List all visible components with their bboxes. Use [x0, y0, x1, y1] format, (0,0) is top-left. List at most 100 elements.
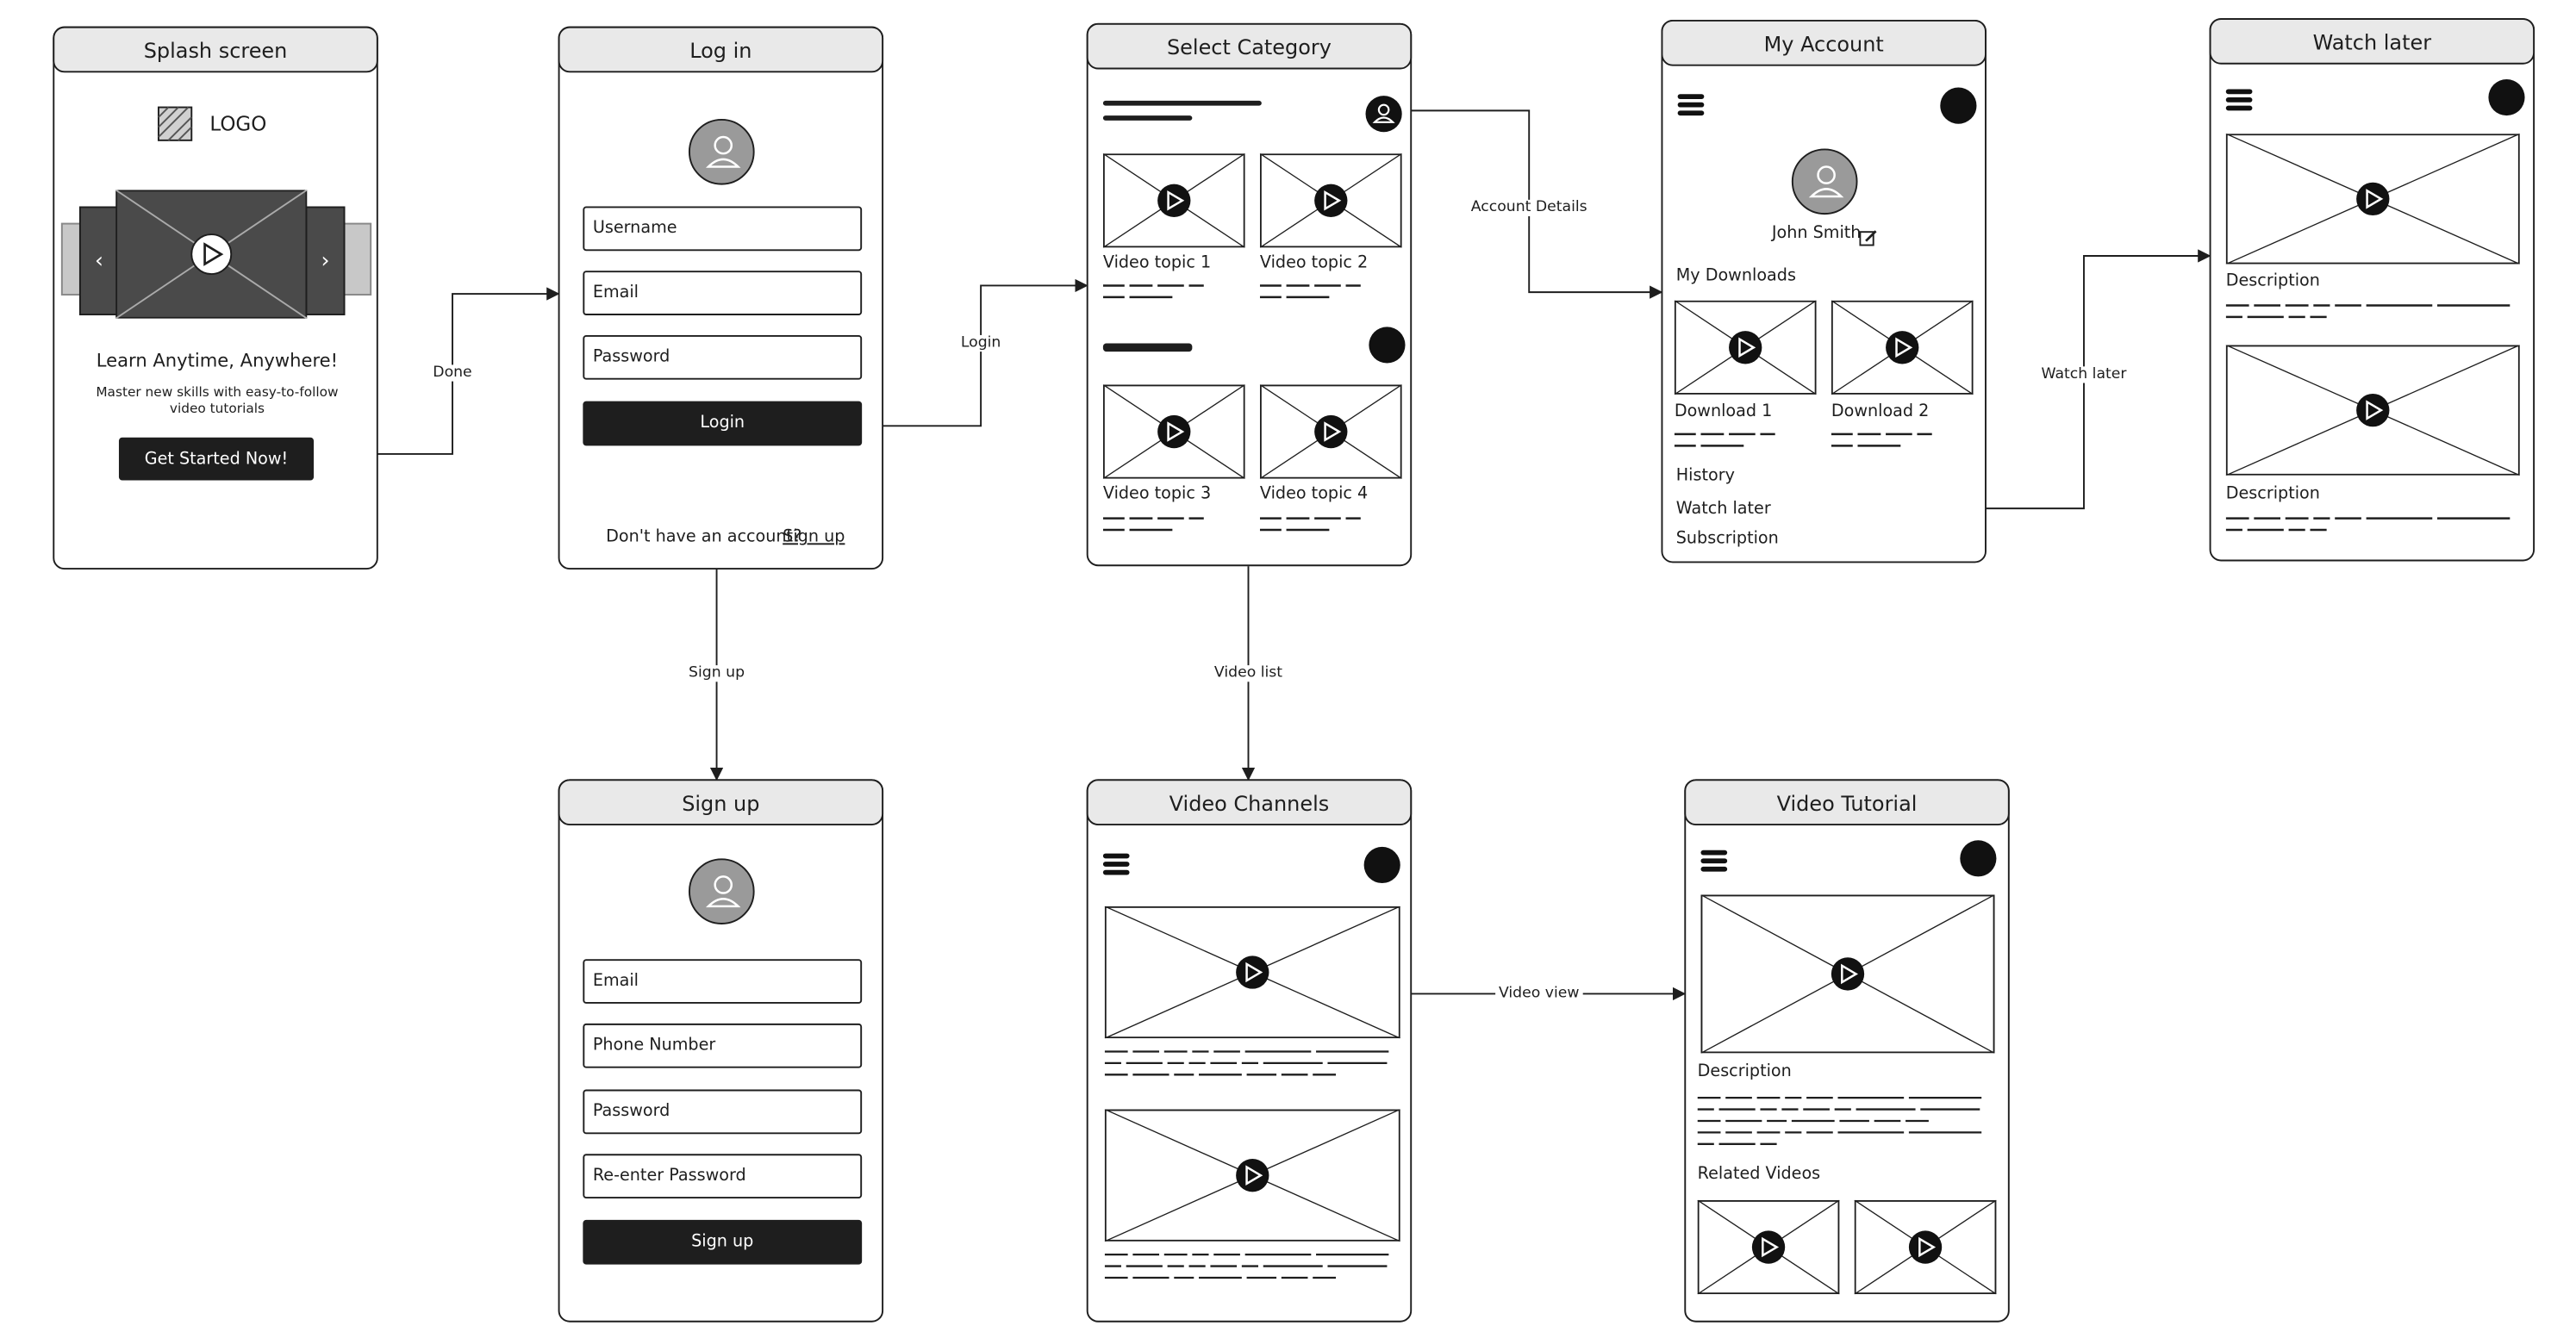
user-name: John Smith — [1771, 224, 1862, 243]
my-account-screen: My Account John Smith My Downloads Downl… — [1661, 19, 1987, 563]
text-placeholder — [1697, 1092, 1995, 1152]
text-placeholder — [1102, 514, 1219, 537]
download-title: Download 2 — [1831, 402, 1930, 421]
text-placeholder — [1259, 514, 1375, 537]
video-thumbnail[interactable] — [1102, 384, 1245, 479]
video-thumbnail[interactable] — [1854, 1199, 1997, 1295]
screen-title: Video Channels — [1086, 779, 1413, 825]
video-thumbnail[interactable] — [1102, 153, 1245, 248]
user-icon — [1791, 148, 1858, 215]
password-field[interactable]: Password — [583, 1089, 863, 1135]
video-title: Video topic 1 — [1102, 254, 1212, 273]
email-field[interactable]: Email — [583, 959, 863, 1004]
edge-label-sign-up: Sign up — [685, 665, 748, 682]
video-thumbnail[interactable] — [1259, 153, 1402, 248]
select-category-screen: Select Category Video topic 1 Video topi… — [1086, 22, 1413, 567]
description-label: Description — [2225, 485, 2320, 504]
screen-title: Video Tutorial — [1684, 779, 2010, 825]
heading-placeholder — [1102, 100, 1262, 106]
text-placeholder — [1102, 281, 1219, 304]
video-title: Video topic 2 — [1259, 254, 1369, 273]
hamburger-icon[interactable] — [1700, 850, 1728, 876]
menu-watch-later[interactable]: Watch later — [1675, 500, 1771, 519]
username-field[interactable]: Username — [583, 206, 863, 252]
profile-dot-icon[interactable] — [1363, 846, 1400, 884]
watch-later-screen: Watch later Description Description — [2209, 18, 2535, 562]
related-videos-heading: Related Videos — [1697, 1165, 1821, 1184]
edge-label-video-view: Video view — [1495, 985, 1583, 1003]
description-label: Description — [2225, 272, 2320, 291]
screen-title: Sign up — [558, 779, 884, 825]
sign-up-screen: Sign up Email Phone Number Password Re-e… — [558, 779, 884, 1323]
reenter-password-field[interactable]: Re-enter Password — [583, 1154, 863, 1199]
no-account-text: Don't have an account? — [606, 528, 802, 547]
sign-up-link[interactable]: Sign up — [783, 528, 845, 547]
video-title: Video topic 4 — [1259, 485, 1369, 504]
video-player[interactable] — [1700, 894, 1995, 1054]
menu-subscription[interactable]: Subscription — [1675, 530, 1779, 549]
edge-label-done: Done — [429, 364, 476, 382]
video-thumbnail[interactable] — [2225, 134, 2520, 265]
edge-label-watch-later: Watch later — [2037, 366, 2130, 383]
video-thumbnail[interactable] — [1104, 1109, 1400, 1242]
section-heading: My Downloads — [1675, 267, 1796, 286]
text-placeholder — [1831, 429, 1947, 452]
phone-number-field[interactable]: Phone Number — [583, 1023, 863, 1068]
menu-history[interactable]: History — [1675, 467, 1735, 486]
video-channels-screen: Video Channels — [1086, 779, 1413, 1323]
profile-dot-icon[interactable] — [1940, 87, 1977, 124]
edge-login — [862, 278, 1088, 427]
video-thumbnail[interactable] — [1259, 384, 1402, 479]
text-placeholder — [1104, 1249, 1402, 1285]
chevron-left-icon[interactable]: ‹ — [78, 206, 119, 315]
text-placeholder — [2225, 514, 2523, 537]
download-title: Download 1 — [1674, 402, 1773, 421]
video-title: Video topic 3 — [1102, 485, 1212, 504]
edge-label-video-list: Video list — [1211, 665, 1286, 682]
text-placeholder — [1674, 429, 1790, 452]
email-field[interactable]: Email — [583, 271, 863, 315]
video-thumbnail[interactable] — [2225, 345, 2520, 476]
video-thumbnail[interactable] — [1674, 300, 1817, 395]
screen-title: My Account — [1661, 19, 1987, 66]
screen-title: Watch later — [2209, 18, 2535, 65]
video-thumbnail[interactable] — [1831, 300, 1974, 395]
text-placeholder — [2225, 301, 2523, 324]
video-thumbnail[interactable] — [1104, 906, 1400, 1039]
description-label: Description — [1697, 1062, 1792, 1081]
hamburger-icon[interactable] — [1102, 853, 1130, 880]
profile-dot-icon[interactable] — [2488, 78, 2525, 116]
user-icon — [688, 118, 755, 185]
user-icon — [688, 858, 755, 924]
screen-title: Log in — [558, 26, 884, 73]
login-button[interactable]: Login — [583, 401, 863, 446]
screen-title: Splash screen — [53, 26, 378, 73]
edit-icon[interactable] — [1859, 223, 1877, 246]
text-placeholder — [1104, 1047, 1402, 1083]
profile-dot-icon[interactable] — [1369, 327, 1406, 364]
login-screen: Log in Username Email Password Login Don… — [558, 26, 884, 570]
video-tutorial-screen: Video Tutorial Description Related Video… — [1684, 779, 2010, 1323]
get-started-button[interactable]: Get Started Now! — [118, 437, 315, 481]
logo-icon — [157, 106, 193, 142]
chevron-right-icon[interactable]: › — [305, 206, 346, 315]
profile-dot-icon[interactable] — [1960, 840, 1997, 877]
video-thumbnail[interactable] — [115, 190, 308, 319]
screen-title: Select Category — [1086, 22, 1413, 70]
edge-label-account-details: Account Details — [1467, 199, 1591, 216]
heading-placeholder — [1102, 115, 1193, 121]
sign-up-button[interactable]: Sign up — [583, 1219, 863, 1265]
edge-label-login: Login — [957, 334, 1005, 352]
subline: video tutorials — [169, 401, 265, 416]
splash-screen: Splash screen LOGO ‹ › Learn Anytime, An… — [53, 26, 378, 570]
hamburger-icon[interactable] — [2225, 89, 2253, 115]
text-placeholder — [1259, 281, 1375, 304]
headline: Learn Anytime, Anywhere! — [96, 350, 339, 372]
password-field[interactable]: Password — [583, 334, 863, 380]
logo-text: LOGO — [209, 112, 267, 136]
video-thumbnail[interactable] — [1697, 1199, 1840, 1295]
heading-placeholder — [1102, 343, 1193, 352]
hamburger-icon[interactable] — [1677, 94, 1705, 120]
profile-dot-icon[interactable] — [1365, 96, 1402, 133]
